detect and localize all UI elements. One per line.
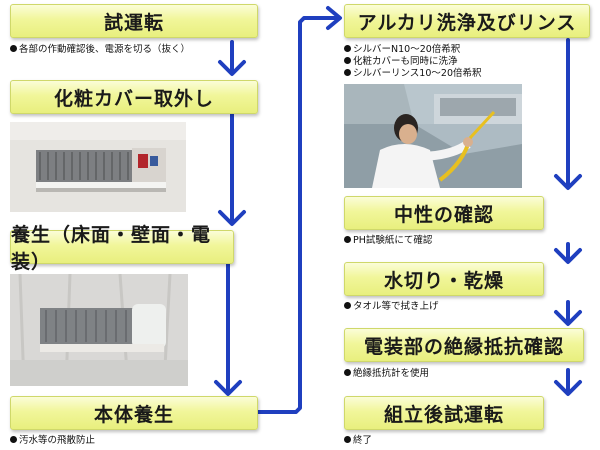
step-trial-run: 試運転	[10, 4, 258, 38]
step-title: 電装部の絶縁抵抗確認	[363, 335, 564, 358]
bullet-icon	[10, 436, 17, 443]
step-note: 終了	[344, 435, 372, 447]
step-title: 本体養生	[93, 403, 174, 426]
step-title: 試運転	[103, 11, 164, 34]
step-note: 各部の作動確認後、電源を切る（抜く）	[10, 44, 190, 56]
step-note: PH試験紙にて確認	[344, 235, 432, 247]
arrow-step9-head	[554, 380, 582, 396]
arrow-step8-head	[554, 310, 582, 326]
arrow-step7-head	[554, 248, 582, 264]
step-title: 水切り・乾燥	[383, 269, 504, 292]
bullet-icon	[344, 69, 351, 76]
step-note: タオル等で拭き上げ	[344, 301, 439, 313]
step-note: 絶縁抵抗計を使用	[344, 368, 429, 380]
arrow-step4-to-step5	[256, 16, 340, 414]
step-protection: 養生（床面・壁面・電装）	[10, 224, 234, 273]
step-title: 中性の確認	[393, 203, 494, 226]
step-note: 化粧カバーも同時に洗浄	[344, 56, 458, 68]
bullet-icon	[344, 45, 351, 52]
step-final-trial-run: 組立後試運転	[344, 396, 544, 430]
step-dry: 水切り・乾燥	[344, 262, 544, 296]
step-title: 養生（床面・壁面・電装）	[11, 224, 212, 273]
arrow-step5-head-down	[554, 174, 582, 190]
step-body-protection: 本体養生	[10, 396, 258, 430]
bullet-icon	[344, 57, 351, 64]
bullet-icon	[10, 45, 17, 52]
step-title: 化粧カバー取外し	[53, 87, 214, 110]
arrow-step2-head-1	[218, 60, 246, 76]
bullet-icon	[344, 436, 351, 443]
step-remove-cover: 化粧カバー取外し	[10, 80, 258, 114]
bullet-icon	[344, 236, 351, 243]
photo-washing	[344, 84, 522, 188]
step-neutral-check: 中性の確認	[344, 196, 544, 230]
step-note: シルバーN10～20倍希釈	[344, 44, 460, 56]
step-alkali-wash-rinse: アルカリ洗浄及びリンス	[344, 4, 590, 38]
step-note: 汚水等の飛散防止	[10, 435, 95, 447]
bullet-icon	[344, 369, 351, 376]
step-title: 組立後試運転	[383, 403, 504, 426]
photo-ac-protected	[10, 274, 188, 386]
photo-ac-cover-removed	[10, 122, 186, 212]
bullet-icon	[344, 302, 351, 309]
step-note: シルバーリンス10～20倍希釈	[344, 68, 482, 80]
arrow-step5-head	[326, 6, 342, 30]
step-title: アルカリ洗浄及びリンス	[357, 11, 577, 34]
arrow-step4-head	[214, 380, 242, 396]
step-insulation-check: 電装部の絶縁抵抗確認	[344, 328, 584, 362]
